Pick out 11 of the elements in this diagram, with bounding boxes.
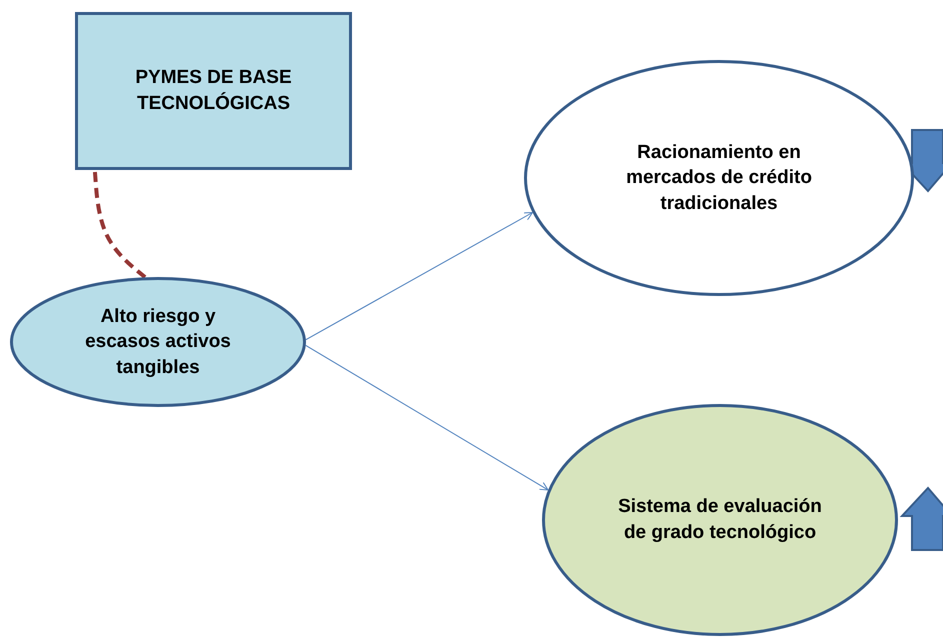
dashed-connector bbox=[92, 172, 146, 279]
ellipse-node bbox=[10, 277, 306, 407]
node-label: Sistema de evaluación de grado tecnológico bbox=[618, 495, 822, 545]
ellipse-node bbox=[524, 60, 914, 296]
node-label: PYMES DE BASE TECNOLÓGICAS bbox=[134, 66, 293, 116]
ellipse-node bbox=[542, 404, 898, 636]
node-label: Racionamiento en mercados de crédito tradicionales bbox=[625, 140, 813, 216]
process-box bbox=[75, 12, 352, 170]
node-label: Alto riesgo y escasos activos tangibles bbox=[84, 304, 232, 380]
arrow bbox=[305, 212, 534, 340]
arrow bbox=[305, 344, 549, 490]
